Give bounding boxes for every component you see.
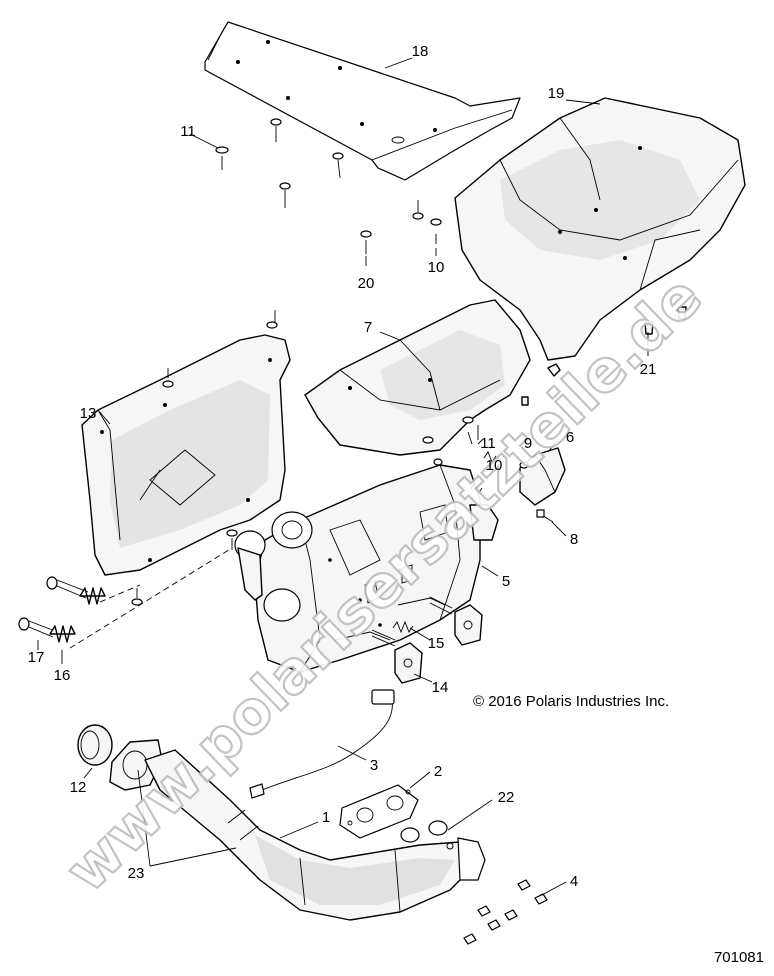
mount-studs xyxy=(371,596,453,647)
exhaust-header-1 xyxy=(109,739,486,921)
callout-14: 14 xyxy=(432,679,449,696)
gasket-12 xyxy=(77,724,113,766)
callout-11-mid: 11 xyxy=(480,435,496,452)
bolt-spring-16-17 xyxy=(18,576,106,643)
gasket-2 xyxy=(339,784,419,839)
heat-shield-13 xyxy=(81,334,291,576)
callout-9: 9 xyxy=(524,435,532,452)
callout-5: 5 xyxy=(502,573,510,590)
muffler-5 xyxy=(234,464,499,673)
spring-15 xyxy=(392,451,497,634)
callout-22: 22 xyxy=(498,789,515,806)
callout-23: 23 xyxy=(128,865,145,882)
callout-16: 16 xyxy=(54,667,71,684)
callout-18: 18 xyxy=(412,43,429,60)
bolts-4 xyxy=(463,879,548,945)
seal-rings-22 xyxy=(400,820,448,843)
callout-19: 19 xyxy=(548,85,565,102)
oxygen-sensor-3 xyxy=(249,689,395,799)
callout-11-top: 11 xyxy=(180,123,196,140)
callout-10-mid: 10 xyxy=(486,457,503,474)
hardware xyxy=(131,118,687,606)
leader-lines xyxy=(37,57,649,897)
callout-1: 1 xyxy=(322,809,330,826)
end-cap-6 xyxy=(519,447,566,506)
screw-8 xyxy=(536,509,554,523)
callout-8: 8 xyxy=(570,531,578,548)
callout-13: 13 xyxy=(80,405,97,422)
heat-shield-7 xyxy=(304,299,531,456)
plug-9 xyxy=(519,461,529,469)
callout-17: 17 xyxy=(28,649,45,666)
callout-2: 2 xyxy=(434,763,442,780)
callout-21: 21 xyxy=(640,361,657,378)
callout-6: 6 xyxy=(566,429,574,446)
rubber-mount-14 xyxy=(394,604,483,684)
callout-4: 4 xyxy=(570,873,578,890)
callout-12: 12 xyxy=(70,779,87,796)
heat-shield-19 xyxy=(454,97,746,361)
callout-20: 20 xyxy=(358,275,375,292)
heat-shield-plate-18 xyxy=(204,21,521,181)
callout-labels: 18 19 11 10 20 7 21 13 11 9 6 10 8 5 15 … xyxy=(28,43,657,890)
callout-15: 15 xyxy=(428,635,445,652)
callout-7: 7 xyxy=(364,319,372,336)
copyright-text: © 2016 Polaris Industries Inc. xyxy=(473,693,669,710)
document-number: 701081 xyxy=(714,949,764,966)
callout-10-top: 10 xyxy=(428,259,445,276)
callout-3: 3 xyxy=(370,757,378,774)
alignment-lines xyxy=(69,547,233,649)
